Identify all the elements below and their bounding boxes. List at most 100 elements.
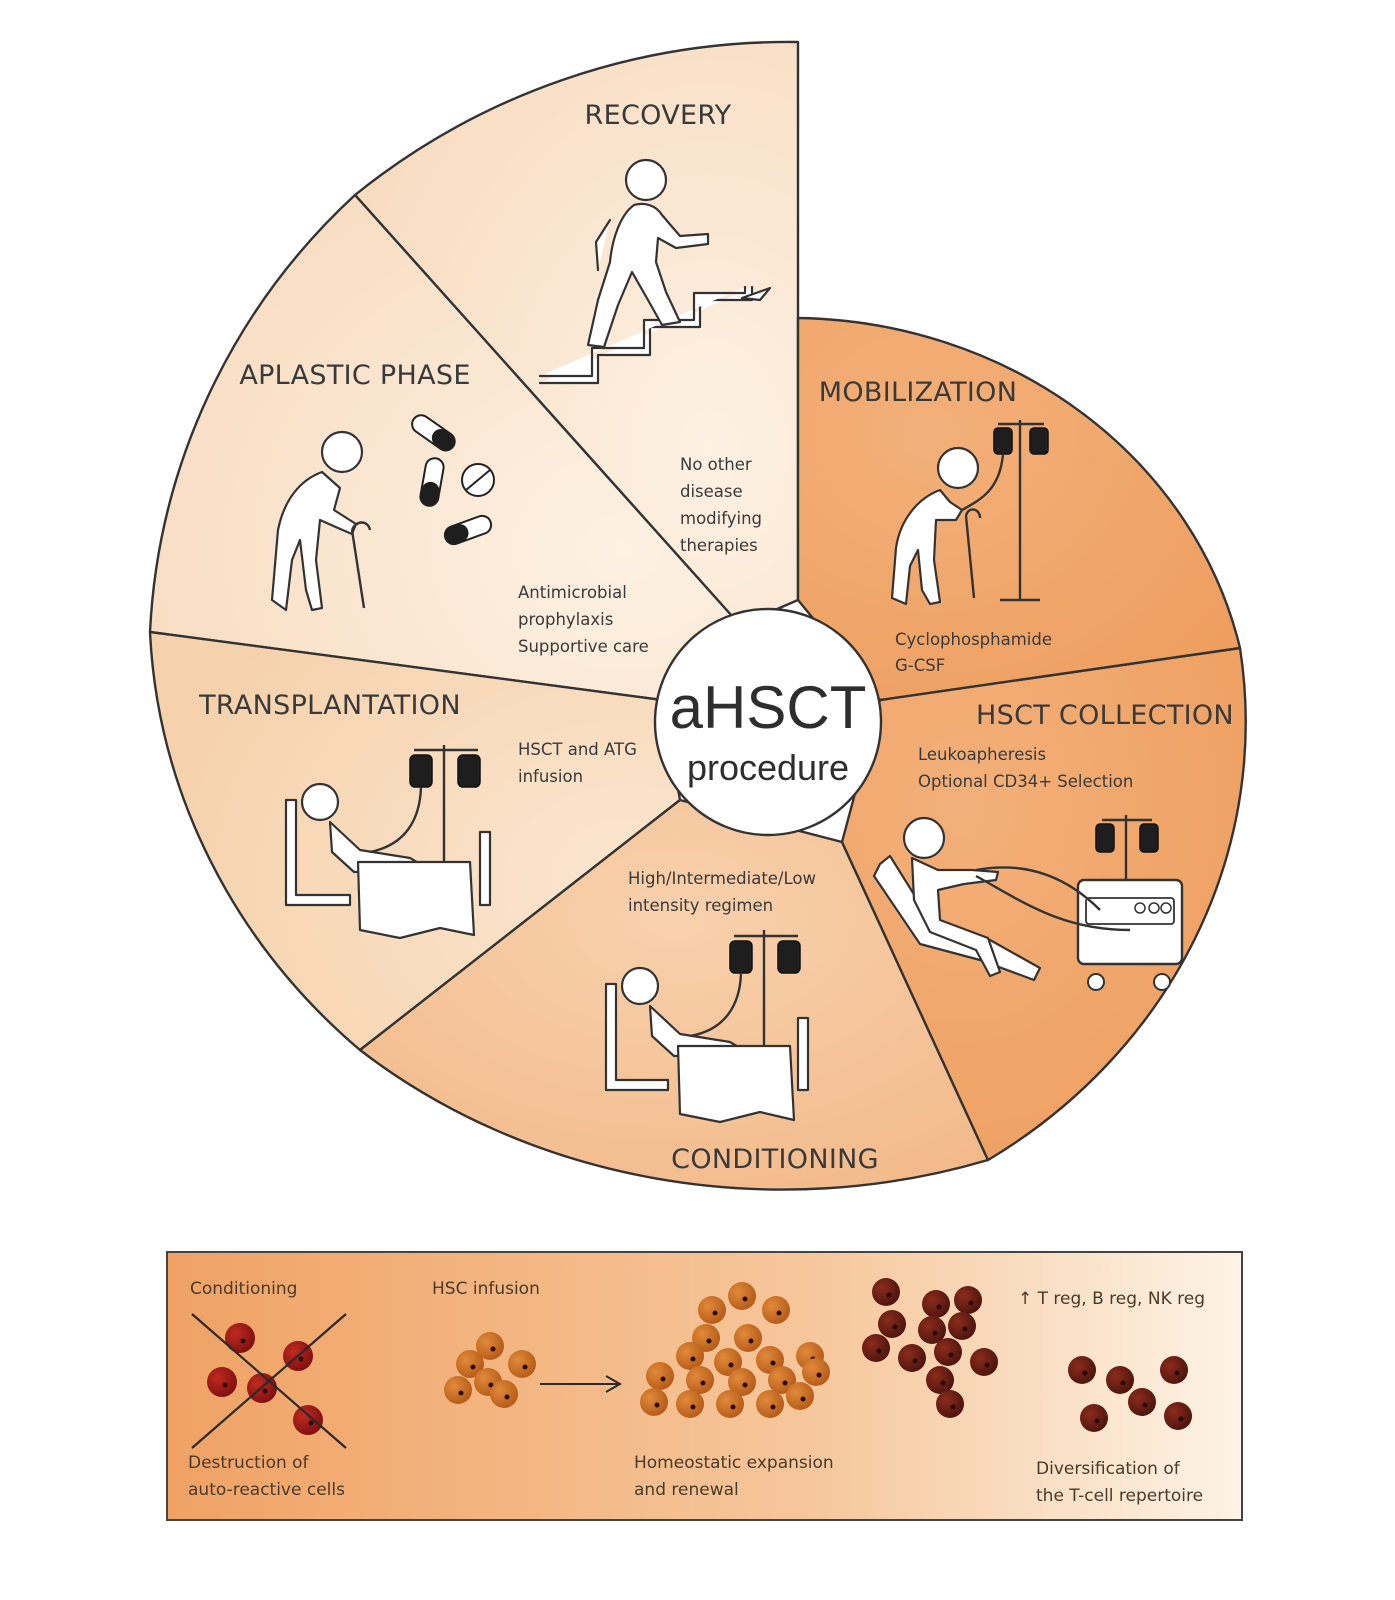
mobilization-notes: Cyclophosphamide G-CSF [895,630,1052,675]
cell-nucleus [1174,1370,1180,1376]
cell-nucleus [742,1296,748,1302]
cell [728,1282,756,1310]
stage-title-recovery: RECOVERY [585,100,732,131]
panel-destruction-line: Destruction of [188,1453,310,1473]
cell-nucleus [1094,1418,1100,1424]
cell [756,1390,784,1418]
cell [476,1332,504,1360]
cell-nucleus [728,1362,734,1368]
sector-conditioning [358,798,990,1191]
cell [936,1390,964,1418]
cell-nucleus [886,1292,892,1298]
cell [970,1348,998,1376]
note-line: HSCT and ATG [518,740,637,759]
conditioning-notes: High/Intermediate/Low intensity regimen [628,869,816,915]
cell [1068,1356,1096,1384]
cross-line [191,1313,347,1449]
cell-nucleus [912,1358,918,1364]
bed-patient-icon [604,930,810,1124]
cell [728,1368,756,1396]
note-line: prophylaxis [518,610,613,629]
stage-title-conditioning: CONDITIONING [671,1144,879,1175]
cell-nucleus [712,1310,718,1316]
cell-nucleus [706,1338,712,1344]
cell-nucleus [458,1390,464,1396]
note-line: infusion [518,767,583,786]
note-line: modifying [680,509,762,528]
cell [444,1376,472,1404]
cell [640,1388,668,1416]
elderly-person-icon [270,430,372,612]
cell [1160,1356,1188,1384]
cell [768,1366,796,1394]
panel-infusion-label: HSC infusion [432,1279,540,1299]
cell-nucleus [654,1402,660,1408]
apheresis-machine-icon [872,815,1184,991]
cell [1128,1388,1156,1416]
arrow-icon [540,1375,623,1393]
cell [762,1296,790,1324]
cell-nucleus [962,1326,968,1332]
cell [225,1323,255,1353]
cell-nucleus [940,1380,946,1386]
cell-nucleus [730,1404,736,1410]
note-line: Supportive care [518,637,649,656]
note-line: disease [680,482,743,501]
note-line: G-CSF [895,656,945,675]
climbing-person-icon [538,158,772,385]
cell-nucleus [892,1324,898,1330]
panel-treg-label: ↑ T reg, B reg, NK reg [1018,1289,1205,1309]
cell-nucleus [700,1380,706,1386]
cell [490,1380,518,1408]
cell [1080,1404,1108,1432]
cell [954,1286,982,1314]
cell-nucleus [504,1394,510,1400]
cell [786,1382,814,1410]
cell [734,1324,762,1352]
bed-patient-icon [284,745,492,940]
sector-recovery [353,40,800,627]
cell [926,1366,954,1394]
cell-nucleus [1082,1370,1088,1376]
cell-nucleus [782,1380,788,1386]
cell-nucleus [1142,1402,1148,1408]
aplastic-notes: Antimicrobial prophylaxis Supportive car… [518,583,649,656]
cell-nucleus [948,1352,954,1358]
note-line: Cyclophosphamide [895,630,1052,649]
panel-diversification-line: the T-cell repertoire [1036,1486,1203,1506]
cell-nucleus [660,1376,666,1382]
cell [676,1390,704,1418]
panel-conditioning-label: Conditioning [190,1279,297,1299]
cell [293,1405,323,1435]
note-line: High/Intermediate/Low [628,869,816,888]
sector-collection [840,646,1247,1162]
sectors [148,40,1247,1191]
cell-nucleus [262,1388,268,1394]
cell-nucleus [470,1364,476,1370]
cell-nucleus [876,1348,882,1354]
cell-nucleus [1120,1380,1126,1386]
immune-reset-panel: Conditioning HSC infusion ↑ T reg, B reg… [166,1251,1243,1521]
cell-nucleus [308,1420,314,1426]
cell [676,1342,704,1370]
cell-nucleus [742,1382,748,1388]
cell [872,1278,900,1306]
panel-destruction-line: auto-reactive cells [188,1480,345,1500]
cell [918,1316,946,1344]
center-subtitle: procedure [687,747,849,788]
cell-nucleus [690,1356,696,1362]
iv-patient-icon [890,420,1049,606]
cell [1106,1366,1134,1394]
stage-title-mobilization: MOBILIZATION [819,377,1017,408]
sector-transplantation [148,630,682,1052]
cell-nucleus [690,1404,696,1410]
transplantation-notes: HSCT and ATG infusion [518,740,637,786]
cell-nucleus [932,1330,938,1336]
cell-nucleus [770,1404,776,1410]
panel-diversification-line: Diversification of [1036,1459,1181,1479]
cell-nucleus [800,1396,806,1402]
pills-icon [411,414,495,546]
note-line: intensity regimen [628,896,773,915]
cell-nucleus [488,1382,494,1388]
